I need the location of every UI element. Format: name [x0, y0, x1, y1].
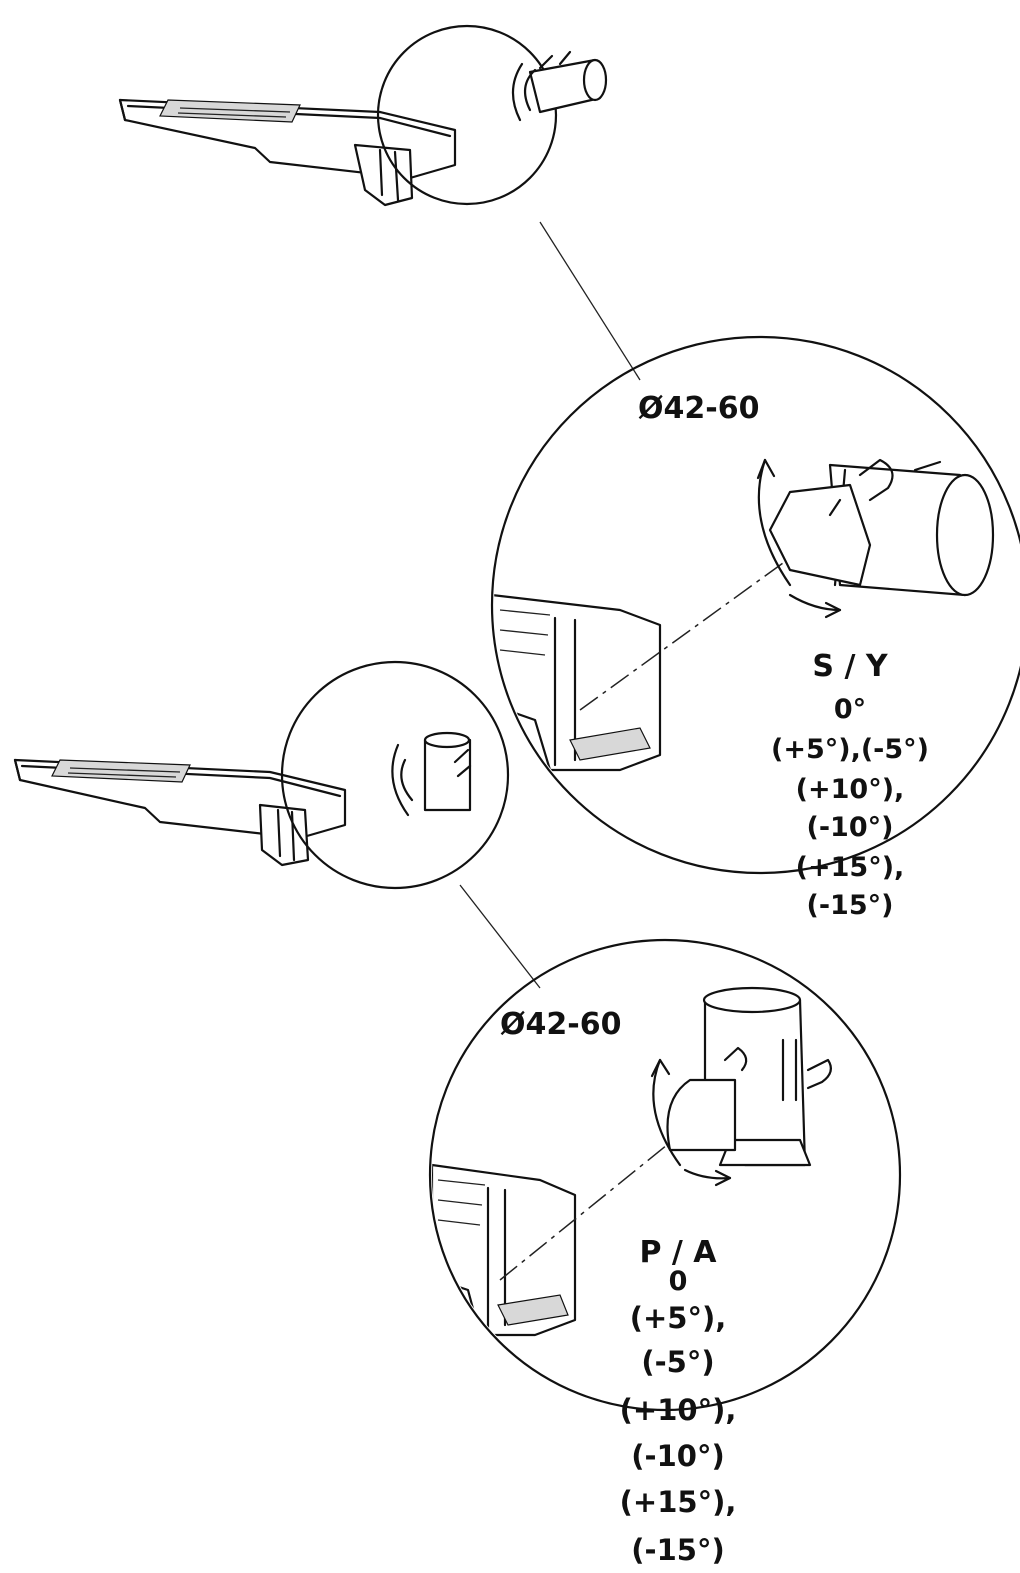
detail-circle-small-bottom: [280, 660, 510, 890]
angle-bottom-5: (-10°): [631, 1439, 724, 1473]
angle-bottom-2: (+5°),: [630, 1301, 727, 1335]
detail-circle-small-top: [376, 24, 608, 206]
mode-label-bottom: P / A: [639, 1235, 717, 1270]
detail-circle-large-bottom: [428, 938, 902, 1412]
mode-label-top: S / Y: [812, 649, 888, 684]
diameter-label-bottom: Ø42-60: [500, 1007, 621, 1042]
angle-bottom-4: (+10°),: [620, 1393, 737, 1427]
diameter-label-top: Ø42-60: [638, 391, 759, 426]
angle-top-4: (-10°): [807, 812, 894, 843]
angle-top-5: (+15°),: [796, 852, 905, 883]
angle-top-1: 0°: [834, 694, 866, 725]
angle-bottom-7: (-15°): [631, 1533, 724, 1567]
luminaire-top: [118, 98, 457, 207]
angle-top-2: (+5°),(-5°): [771, 734, 929, 765]
connector-line-top: [539, 221, 641, 381]
connector-line-bottom: [459, 884, 541, 989]
angle-bottom-1: 0: [669, 1266, 688, 1297]
angle-top-3: (+10°),: [796, 774, 905, 805]
luminaire-bottom: [13, 758, 347, 867]
angle-bottom-3: (-5°): [641, 1345, 714, 1379]
angle-bottom-6: (+15°),: [620, 1485, 737, 1519]
angle-top-6: (-15°): [807, 890, 894, 921]
detail-circle-large-top: [490, 335, 1020, 875]
